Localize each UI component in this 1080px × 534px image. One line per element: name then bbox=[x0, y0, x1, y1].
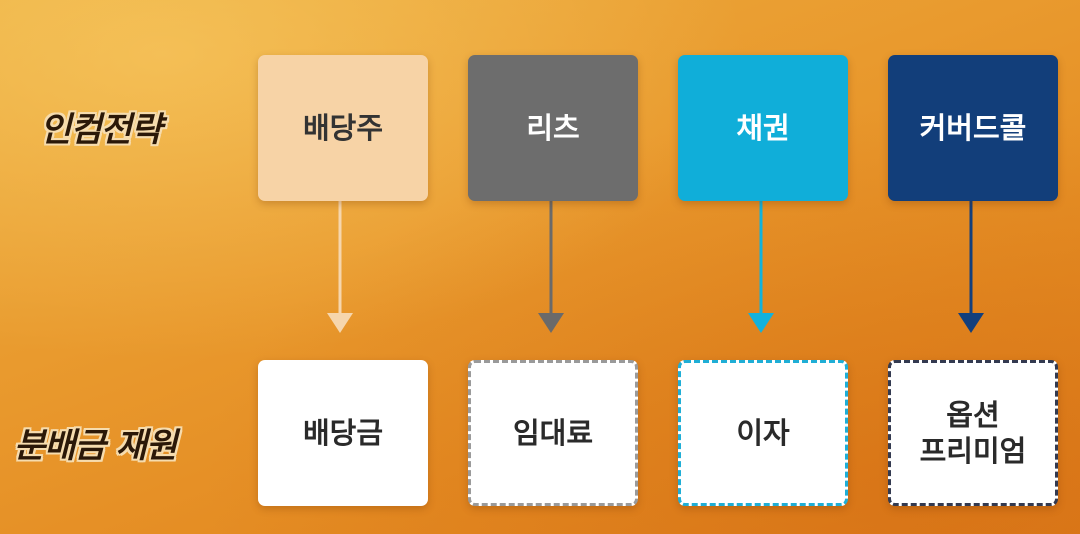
source-label-line1: 옵션 bbox=[946, 397, 1000, 432]
strategy-box-dividend-stocks: 배당주 bbox=[258, 55, 428, 201]
source-box-interest: 이자 bbox=[678, 360, 848, 506]
strategy-label: 커버드콜 bbox=[919, 110, 1027, 145]
strategy-box-bonds: 채권 bbox=[678, 55, 848, 201]
distribution-source-label: 분배금 재원 bbox=[14, 426, 177, 466]
source-box-option-premium: 옵션 프리미엄 bbox=[888, 360, 1058, 506]
strategy-label: 배당주 bbox=[302, 110, 384, 145]
strategy-label: 채권 bbox=[736, 110, 790, 145]
source-box-rent: 임대료 bbox=[468, 360, 638, 506]
source-box-dividends: 배당금 bbox=[258, 360, 428, 506]
arrow-bonds bbox=[748, 201, 774, 333]
source-label: 임대료 bbox=[512, 415, 594, 450]
income-strategy-label: 인컴전략 bbox=[40, 110, 162, 150]
arrow-dividend bbox=[327, 201, 353, 333]
arrow-reits bbox=[538, 201, 564, 333]
source-label-line2: 프리미엄 bbox=[919, 434, 1027, 468]
source-label: 옵션 프리미엄 bbox=[920, 397, 1027, 470]
source-label: 배당금 bbox=[302, 415, 384, 450]
strategy-label: 리츠 bbox=[526, 110, 580, 145]
strategy-box-reits: 리츠 bbox=[468, 55, 638, 201]
source-label: 이자 bbox=[736, 415, 790, 450]
arrow-covered-call bbox=[958, 201, 984, 333]
strategy-box-covered-call: 커버드콜 bbox=[888, 55, 1058, 201]
